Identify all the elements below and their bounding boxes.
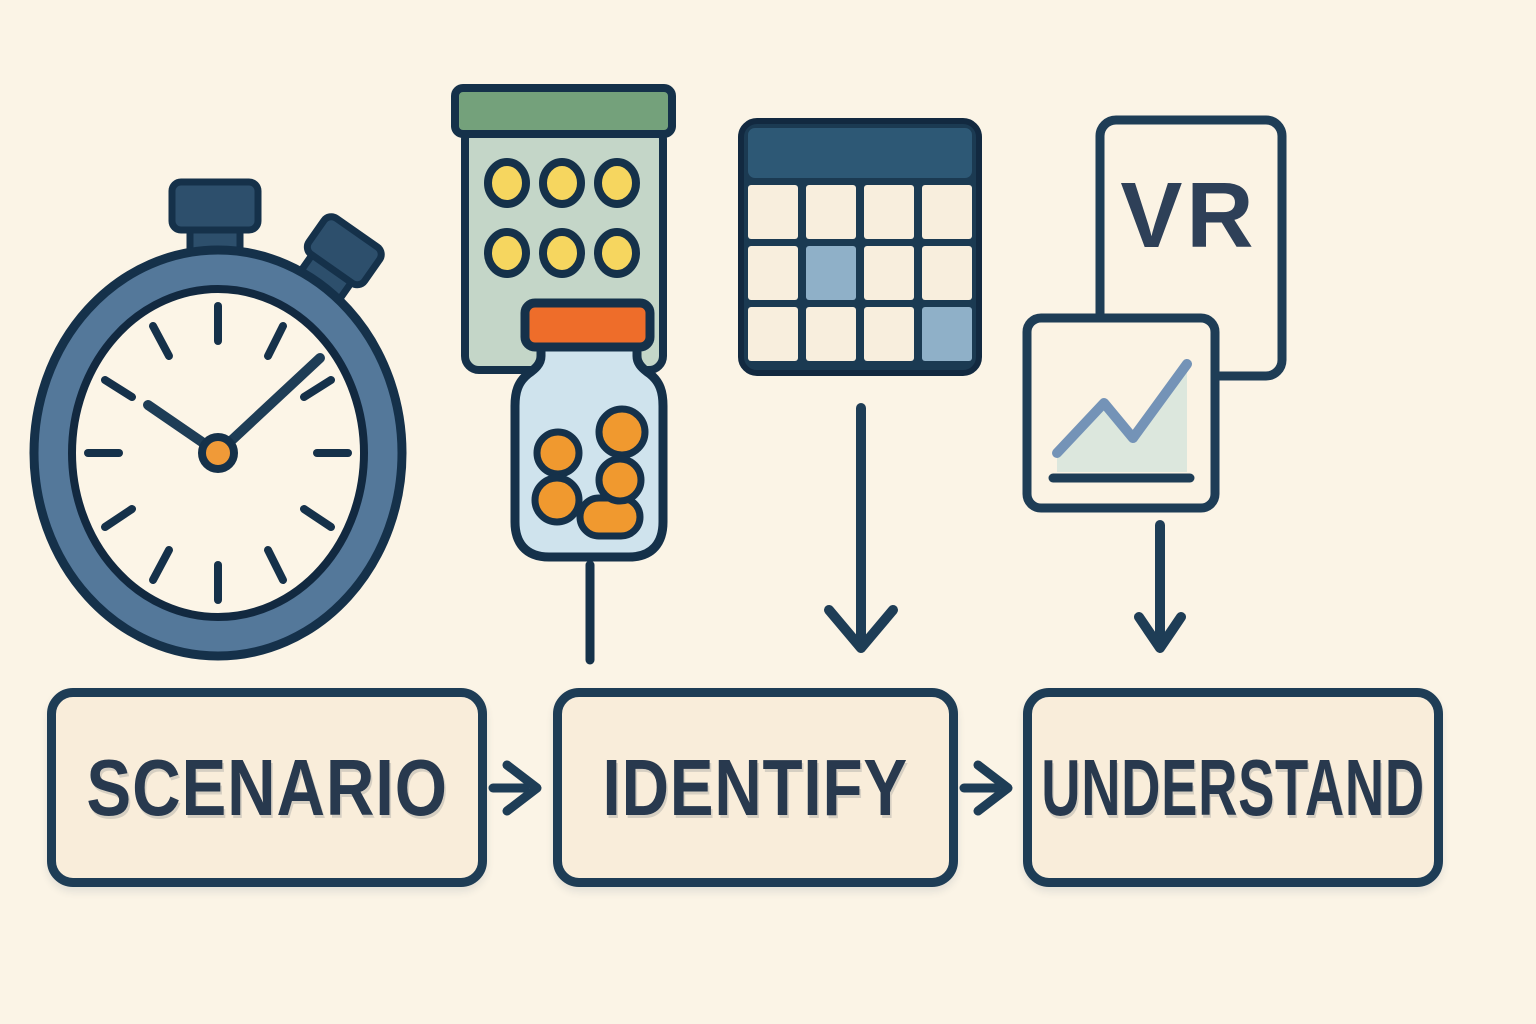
flow-step-label: UNDERSTAND: [1041, 742, 1425, 832]
calendar-header: [748, 128, 972, 178]
calendar-highlighted-day-1: [806, 246, 856, 300]
stopwatch-tick-marks: [84, 302, 352, 604]
chart-trend-line: [1052, 359, 1192, 458]
stopwatch-center-pivot: [198, 433, 238, 473]
medication-icons: [451, 84, 676, 665]
chart-area-fill: [1057, 364, 1187, 472]
flow-step-understand: UNDERSTAND: [1023, 688, 1443, 887]
blister-lid: [451, 84, 676, 138]
calendar-icon: [738, 118, 982, 376]
flow-step-identify: IDENTIFY: [553, 688, 958, 887]
jar-pills: [531, 405, 649, 540]
vr-card-label: VR: [1120, 163, 1257, 267]
calendar-highlighted-day-2: [922, 307, 972, 361]
flow-step-scenario: SCENARIO: [47, 688, 487, 887]
stopwatch-icon: [29, 178, 407, 661]
right-arrow-identify-to-understand: [959, 760, 1013, 816]
right-arrow-scenario-to-identify: [488, 760, 542, 816]
down-arrow-calendar: [824, 403, 898, 653]
calendar-frame: [738, 118, 982, 376]
vr-and-chart-icons: VR: [1022, 115, 1287, 653]
stopwatch-top-button: [168, 178, 262, 260]
flow-step-label: SCENARIO: [86, 742, 448, 832]
flow-step-label: IDENTIFY: [602, 742, 909, 832]
jar-cap: [520, 298, 655, 352]
calendar-cells: [748, 185, 972, 361]
blister-pills: [484, 158, 640, 278]
down-arrow-chart: [1134, 520, 1186, 653]
